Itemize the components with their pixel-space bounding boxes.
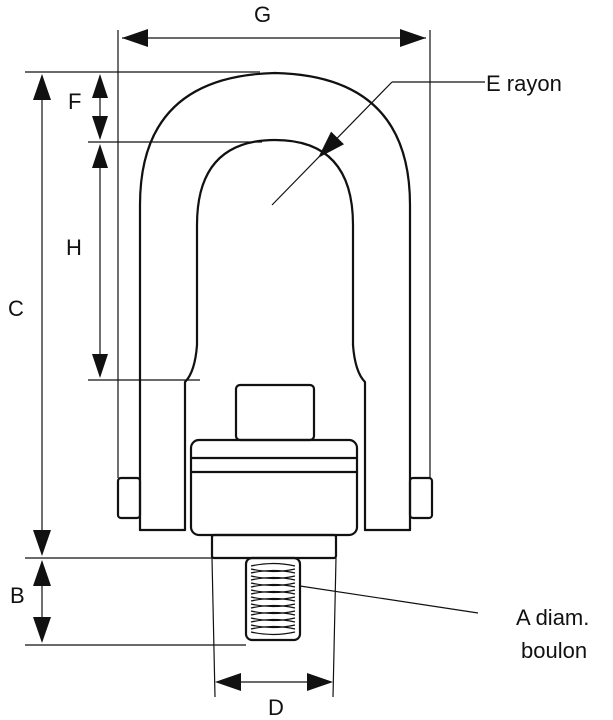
bolt-shank: [244, 556, 302, 642]
label-a-line2: boulon: [521, 638, 588, 663]
arrow-f-top: [92, 74, 108, 98]
arrow-b-bottom: [33, 617, 51, 643]
arrow-e: [318, 131, 344, 158]
bail: [116, 71, 434, 532]
bail-outer-outline: [138, 71, 412, 532]
left-bushing: [116, 476, 142, 520]
bail-left-leg-inner: [183, 343, 199, 532]
arrow-g-right: [400, 29, 426, 47]
arrowheads: [33, 29, 426, 691]
leader-a: [299, 585, 479, 614]
bolt-threads: [250, 562, 296, 636]
thread-line: [250, 583, 296, 594]
arrow-h-bottom: [92, 354, 108, 378]
arrow-b-top: [33, 560, 51, 586]
thread-line: [250, 597, 296, 608]
arrow-f-bottom: [92, 116, 108, 140]
thread-line: [250, 576, 296, 587]
label-b: B: [10, 583, 25, 608]
bolt: [244, 556, 302, 642]
label-c: C: [8, 296, 24, 321]
thread-line: [250, 590, 296, 601]
arrow-h-top: [92, 144, 108, 168]
bail-right-leg-inner: [351, 343, 367, 532]
arrow-g-left: [122, 29, 148, 47]
bail-inner-outline: [195, 138, 355, 347]
label-a-line1: A diam.: [516, 605, 590, 630]
thread-line: [250, 611, 296, 622]
arrow-c-top: [33, 74, 51, 100]
thread-line: [250, 618, 296, 629]
arrow-d-left: [215, 673, 241, 691]
label-g: G: [254, 2, 272, 27]
right-bushing: [408, 476, 434, 520]
arrow-d-right: [307, 673, 333, 691]
label-d: D: [268, 695, 284, 720]
extension-lines: [25, 30, 485, 698]
body: [189, 383, 359, 560]
swivel-nut: [189, 438, 359, 537]
thread-line: [250, 604, 296, 615]
washer: [210, 533, 338, 560]
label-h: H: [66, 235, 82, 260]
label-f: F: [68, 89, 82, 114]
thread-line: [250, 569, 296, 580]
top-boss: [234, 383, 316, 442]
thread-line: [250, 562, 296, 573]
arrow-c-bottom: [33, 530, 51, 556]
label-e-rayon: E rayon: [486, 71, 562, 96]
thread-line: [250, 625, 296, 636]
